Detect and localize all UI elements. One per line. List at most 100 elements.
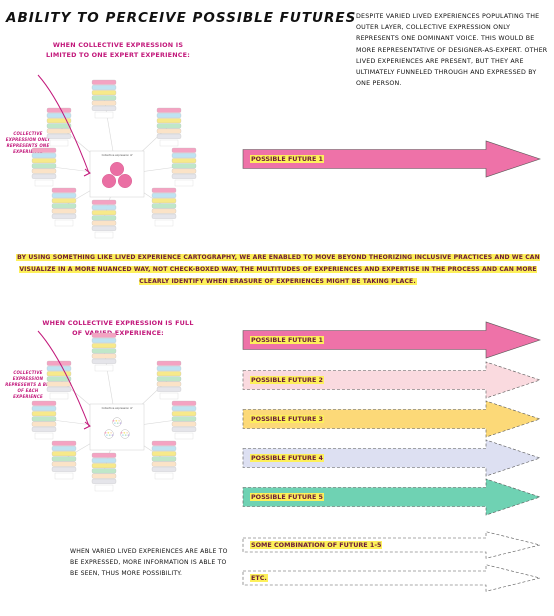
future-label: Possible future 1	[250, 336, 325, 344]
top-stack-layer	[31, 168, 57, 174]
bottom-stack-layer	[151, 466, 177, 472]
top-stack-layer	[91, 79, 117, 85]
bottom-stack-layer	[91, 348, 117, 354]
top-stack-layer	[156, 118, 182, 124]
bottom-experience-stack	[156, 360, 182, 400]
bottom-stack-layer	[91, 332, 117, 338]
top-stack-card	[174, 179, 194, 187]
bottom-center-caption: Collective expression of	[102, 406, 133, 410]
bottom-node-dot	[106, 434, 108, 437]
bottom-node-dot	[122, 434, 124, 437]
future-label: Possible future 1	[250, 155, 325, 163]
bottom-experience-stack	[91, 332, 117, 372]
top-callout-arrow	[37, 74, 90, 174]
top-section-heading: When collective expression is limited to…	[46, 41, 190, 59]
top-experience-stack	[91, 199, 117, 239]
bottom-stack-layer	[151, 456, 177, 462]
bottom-stack-layer	[171, 426, 197, 432]
bottom-stack-layer	[91, 343, 117, 349]
bottom-node-dot	[108, 434, 111, 437]
bottom-experience-stack	[31, 400, 57, 440]
top-stack-layer	[156, 107, 182, 113]
bottom-stack-layer	[91, 458, 117, 463]
top-experience-stack	[171, 147, 197, 187]
bottom-stack-layer	[46, 366, 72, 371]
intro-paragraph: Despite varied lived experiences populat…	[356, 13, 548, 88]
bottom-stack-layer	[46, 386, 72, 392]
bottom-stack-layer	[156, 371, 182, 377]
bottom-stack-layer	[171, 421, 197, 427]
top-stack-layer	[91, 210, 117, 216]
top-experience-stack	[156, 107, 182, 147]
bottom-stack-layer	[156, 366, 182, 371]
future-label: Possible future 3	[250, 415, 325, 423]
top-stack-layer	[46, 107, 72, 113]
bottom-node-dot	[115, 419, 118, 422]
bottom-stack-layer	[91, 463, 117, 469]
bottom-stack-layer	[91, 353, 117, 359]
top-stack-layer	[46, 133, 72, 139]
top-stack-layer	[51, 213, 77, 219]
top-stack-layer	[31, 173, 57, 179]
top-stack-layer	[151, 203, 177, 209]
top-future-arrow	[242, 140, 541, 178]
top-stack-layer	[151, 208, 177, 214]
bottom-node-dot	[126, 431, 128, 434]
bottom-callout-arrow	[37, 330, 90, 427]
top-stack-card	[94, 231, 114, 239]
bottom-node-dot	[116, 422, 119, 425]
closing-note: When varied lived experiences are able t…	[70, 548, 228, 577]
top-stack-layer	[46, 128, 72, 134]
top-stack-card	[94, 111, 114, 119]
bottom-future-arrow	[242, 564, 541, 592]
middle-statement: By using something like Lived Experience…	[4, 252, 552, 288]
top-stack-card	[54, 219, 74, 227]
bottom-future-arrow	[242, 531, 541, 559]
top-stack-layer	[46, 123, 72, 129]
top-stack-layer	[51, 193, 77, 198]
top-stack-layer	[51, 208, 77, 214]
bottom-node-dot	[107, 431, 110, 434]
top-center-caption: Collective expression of	[102, 153, 133, 157]
bottom-center-node	[104, 429, 114, 439]
top-stack-layer	[171, 158, 197, 164]
bottom-stack-layer	[31, 416, 57, 422]
bottom-stack-card	[34, 432, 54, 440]
top-center-node	[109, 161, 124, 176]
bottom-node-dot	[123, 431, 126, 434]
bottom-stack-card	[94, 484, 114, 492]
top-stack-layer	[91, 225, 117, 231]
top-stack-layer	[151, 213, 177, 219]
bottom-stack-layer	[156, 381, 182, 387]
bottom-diagram-group: Collective expression of	[31, 330, 197, 492]
top-center-node	[117, 173, 132, 188]
bottom-future-arrow	[242, 321, 541, 359]
top-stack-card	[159, 139, 179, 147]
bottom-stack-layer	[151, 461, 177, 467]
bottom-section-heading: When collective expression is full of va…	[42, 319, 194, 337]
top-stack-layer	[91, 105, 117, 111]
bottom-node-dot	[112, 419, 115, 422]
top-stack-card	[34, 179, 54, 187]
bottom-stack-layer	[51, 440, 77, 446]
bottom-stack-card	[154, 472, 174, 480]
top-stack-layer	[51, 187, 77, 193]
bottom-node-dot	[120, 431, 123, 434]
top-stack-layer	[156, 133, 182, 139]
bottom-stack-layer	[151, 451, 177, 457]
bottom-stack-layer	[156, 376, 182, 382]
bottom-callout-arrowhead	[83, 421, 91, 430]
top-stack-layer	[91, 95, 117, 101]
top-stack-layer	[156, 123, 182, 129]
bottom-stack-card	[159, 392, 179, 400]
bottom-stack-layer	[171, 406, 197, 411]
bottom-node-dot	[127, 434, 130, 437]
top-stack-layer	[171, 168, 197, 174]
top-stack-layer	[31, 163, 57, 169]
top-stack-card	[49, 139, 69, 147]
top-stack-layer	[171, 147, 197, 153]
bottom-node-dot	[110, 431, 112, 434]
bottom-node-dot	[124, 434, 127, 437]
bottom-experience-stack	[51, 440, 77, 480]
